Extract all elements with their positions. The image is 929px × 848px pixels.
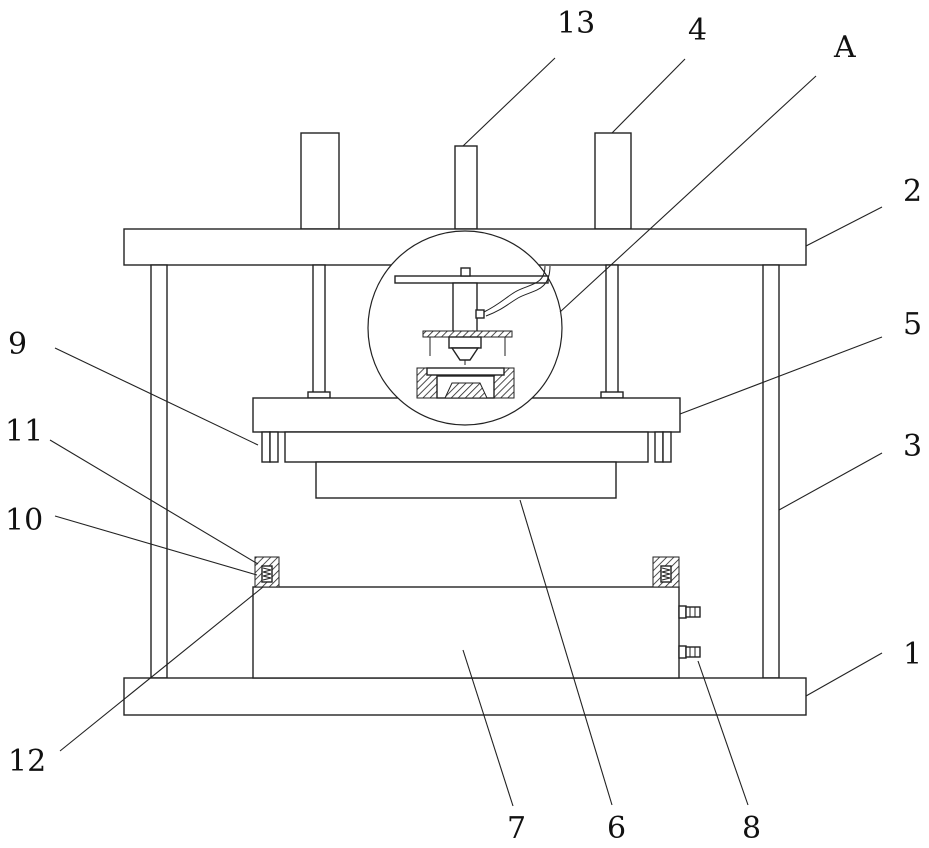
base-plate-1: [124, 678, 806, 715]
spring-block-right: [653, 557, 679, 587]
detail-view-a: [368, 231, 562, 425]
leader-2: [806, 207, 882, 246]
detail-bar-clamp: [461, 268, 470, 276]
label-a: A: [833, 30, 856, 65]
detail-spindle-collar: [476, 310, 484, 318]
label-5: 5: [903, 307, 922, 342]
inner-rod-left: [313, 265, 325, 396]
label-6: 6: [607, 811, 626, 846]
detail-mold-cavity: [445, 383, 487, 398]
connector-lower-base: [679, 646, 686, 658]
pin-left-a-9: [262, 432, 270, 462]
label-8: 8: [742, 811, 761, 846]
label-12: 12: [8, 744, 46, 779]
connector-upper-tip: [686, 607, 700, 617]
label-10: 10: [5, 503, 43, 538]
connector-lower-8: [679, 646, 700, 658]
top-column-left: [301, 133, 339, 229]
center-column-13: [455, 146, 477, 229]
spring-block-left: [255, 557, 279, 587]
leader-4: [612, 59, 685, 133]
label-3: 3: [903, 429, 922, 464]
leader-5: [680, 337, 882, 414]
detail-spindle: [453, 283, 477, 335]
lower-die-box-7: [253, 587, 679, 678]
inner-rod-right: [606, 265, 618, 396]
detail-top-bar: [395, 276, 548, 283]
connector-lower-tip: [686, 647, 700, 657]
top-column-right-4: [595, 133, 631, 229]
pin-right-b: [663, 432, 671, 462]
guide-post-left: [151, 265, 167, 678]
upper-die-6: [316, 462, 616, 498]
label-7: 7: [507, 811, 526, 846]
connector-upper-base: [679, 606, 686, 618]
leader-3: [779, 453, 882, 510]
label-4: 4: [688, 13, 707, 48]
detail-mold-rim: [427, 368, 504, 375]
rod-nut-right: [601, 392, 623, 398]
moving-plate-lower-step: [285, 432, 648, 462]
guide-post-right-3: [763, 265, 779, 678]
label-11: 11: [5, 414, 43, 449]
connector-upper: [679, 606, 700, 618]
leader-13: [463, 58, 555, 146]
rod-nut-left: [308, 392, 330, 398]
detail-plate: [423, 331, 512, 337]
leader-1: [806, 653, 882, 696]
detail-head: [449, 337, 481, 348]
label-2: 2: [903, 174, 922, 209]
label-13: 13: [557, 6, 595, 41]
pin-right-a: [655, 432, 663, 462]
label-9: 9: [8, 327, 27, 362]
pin-left-b: [270, 432, 278, 462]
label-1: 1: [903, 637, 922, 672]
